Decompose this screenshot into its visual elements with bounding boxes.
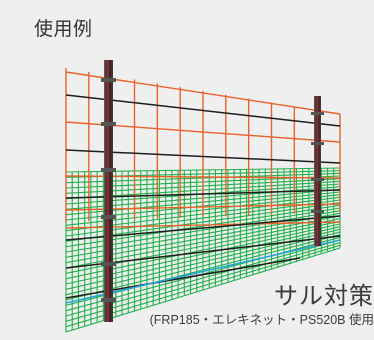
left-post [101, 60, 116, 322]
page-title: 使用例 [34, 19, 93, 40]
caption-title: サル対策 [274, 283, 374, 310]
caption-subtitle: (FRP185・エレキネット・PS520B 使用 [149, 313, 374, 327]
right-post [311, 96, 324, 246]
caption: サル対策 (FRP185・エレキネット・PS520B 使用 [150, 284, 374, 328]
